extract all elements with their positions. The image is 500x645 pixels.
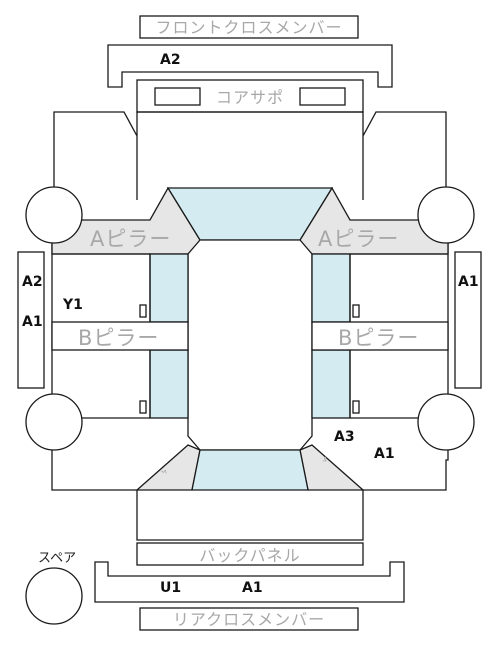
rear-bumper-bracket <box>94 561 405 603</box>
rear-cross-code-left: U1 <box>160 580 181 596</box>
front-cross-member-box <box>139 15 359 39</box>
left-front-window <box>149 253 189 323</box>
right-b-pillar-label: Bピラー <box>338 326 419 350</box>
left-b-pillar-label: Bピラー <box>78 326 159 350</box>
left-front-door-handle <box>139 304 147 318</box>
left-b-pillar <box>51 321 189 351</box>
rear-cross-member-box <box>139 607 359 631</box>
right-side-sill <box>454 251 482 389</box>
front-bumper-bracket <box>107 44 393 88</box>
core-support-label: コアサポ <box>216 88 284 107</box>
right-rear-door-code-upper: A3 <box>334 429 355 445</box>
right-rear-door-handle <box>352 400 360 414</box>
left-rear-door-handle <box>139 400 147 414</box>
front-cross-member-label: フロントクロスメンバー <box>155 18 342 37</box>
back-panel-label: バックパネル <box>199 546 300 565</box>
rear-left-wheel <box>25 393 83 451</box>
core-support-left-slot <box>154 87 201 106</box>
right-a-pillar-label: Aピラー <box>318 227 399 251</box>
right-rear-window <box>311 349 351 419</box>
right-c-pillar <box>299 444 365 491</box>
left-rear-window <box>149 349 189 419</box>
left-side-code-bottom: A1 <box>22 314 43 330</box>
spare-tire <box>25 567 83 625</box>
left-side-code-top: A2 <box>22 274 43 290</box>
rear-cross-member-label: リアクロスメンバー <box>173 610 325 629</box>
cabin-roof <box>187 239 313 451</box>
right-side-code: A1 <box>458 274 479 290</box>
right-front-window <box>311 253 351 323</box>
spare-label: スペア <box>38 551 76 566</box>
rear-right-wheel <box>417 393 475 451</box>
back-panel-box <box>136 542 364 566</box>
front-right-wheel <box>417 186 475 244</box>
left-side-sill <box>17 251 45 389</box>
front-left-wheel <box>25 186 83 244</box>
rear-window <box>191 449 309 491</box>
front-cross-code: A2 <box>160 52 181 68</box>
core-support-right-slot <box>299 87 346 106</box>
left-a-pillar-label: Aピラー <box>90 227 171 251</box>
right-b-pillar <box>311 321 449 351</box>
left-front-door-code: Y1 <box>62 297 83 313</box>
right-rear-door-code-lower: A1 <box>374 446 395 462</box>
rear-cross-code-right: A1 <box>242 580 263 596</box>
right-front-door-handle <box>352 304 360 318</box>
left-c-pillar <box>135 444 201 491</box>
hood-rear-edge <box>136 136 364 200</box>
